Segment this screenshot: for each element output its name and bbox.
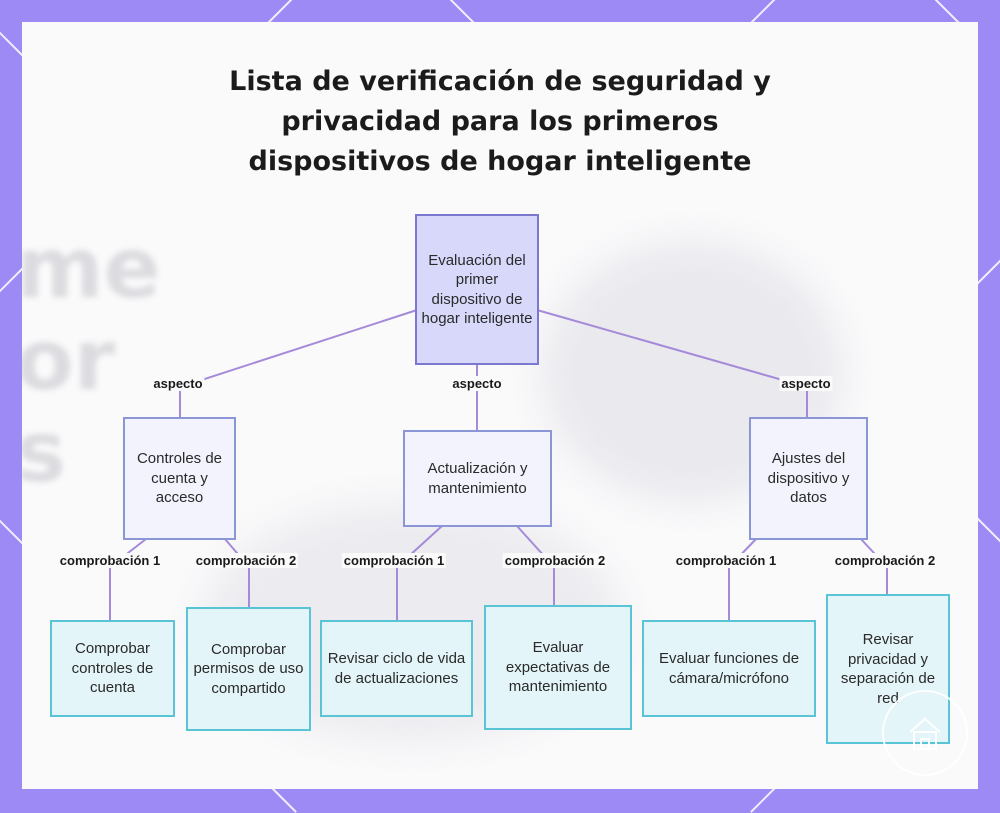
diagram-card: me or s Lista de verificación de segurid…	[22, 22, 978, 789]
edge-label-aspecto: aspecto	[151, 376, 205, 391]
frame-decoration	[975, 256, 1000, 286]
aspect-node-actualizacion: Actualización y mantenimiento	[403, 430, 552, 527]
frame-decoration	[930, 0, 960, 24]
aspect-node-ajustes: Ajustes del dispositivo y datos	[749, 417, 868, 540]
edge-label-comprobacion: comprobación 1	[57, 553, 163, 568]
edge-label-comprobacion: comprobación 2	[832, 553, 938, 568]
check-node-mantenimiento: Evaluar expectativas de mantenimiento	[484, 605, 632, 730]
frame-decoration	[267, 0, 297, 24]
check-node-controles: Comprobar controles de cuenta	[50, 620, 175, 717]
edge-label-comprobacion: comprobación 1	[673, 553, 779, 568]
edge-label-comprobacion: comprobación 2	[193, 553, 299, 568]
edge-label-comprobacion: comprobación 1	[341, 553, 447, 568]
check-node-actualizaciones: Revisar ciclo de vida de actualizaciones	[320, 620, 473, 717]
edge-root-a3	[536, 309, 808, 417]
frame-decoration	[750, 0, 780, 24]
aspect-node-cuenta: Controles de cuenta y acceso	[123, 417, 236, 540]
edge-a1-c1	[109, 538, 147, 620]
frame-decoration	[445, 0, 475, 24]
home-icon	[882, 690, 968, 776]
edge-root-a1	[179, 309, 418, 417]
diagram-title: Lista de verificación de seguridad y pri…	[229, 66, 771, 177]
root-node: Evaluación del primer dispositivo de hog…	[415, 214, 539, 365]
edge-a2-c3	[396, 525, 443, 620]
background-text: me or s	[22, 219, 161, 501]
edge-a1-c2	[224, 538, 250, 607]
check-node-permisos: Comprobar permisos de uso compartido	[186, 607, 311, 731]
edge-label-comprobacion: comprobación 2	[502, 553, 608, 568]
edge-label-aspecto: aspecto	[450, 376, 504, 391]
frame-decoration	[975, 516, 1000, 546]
edge-a3-c5	[728, 537, 758, 620]
check-node-camara: Evaluar funciones de cámara/micrófono	[642, 620, 816, 717]
edge-label-aspecto: aspecto	[779, 376, 833, 391]
